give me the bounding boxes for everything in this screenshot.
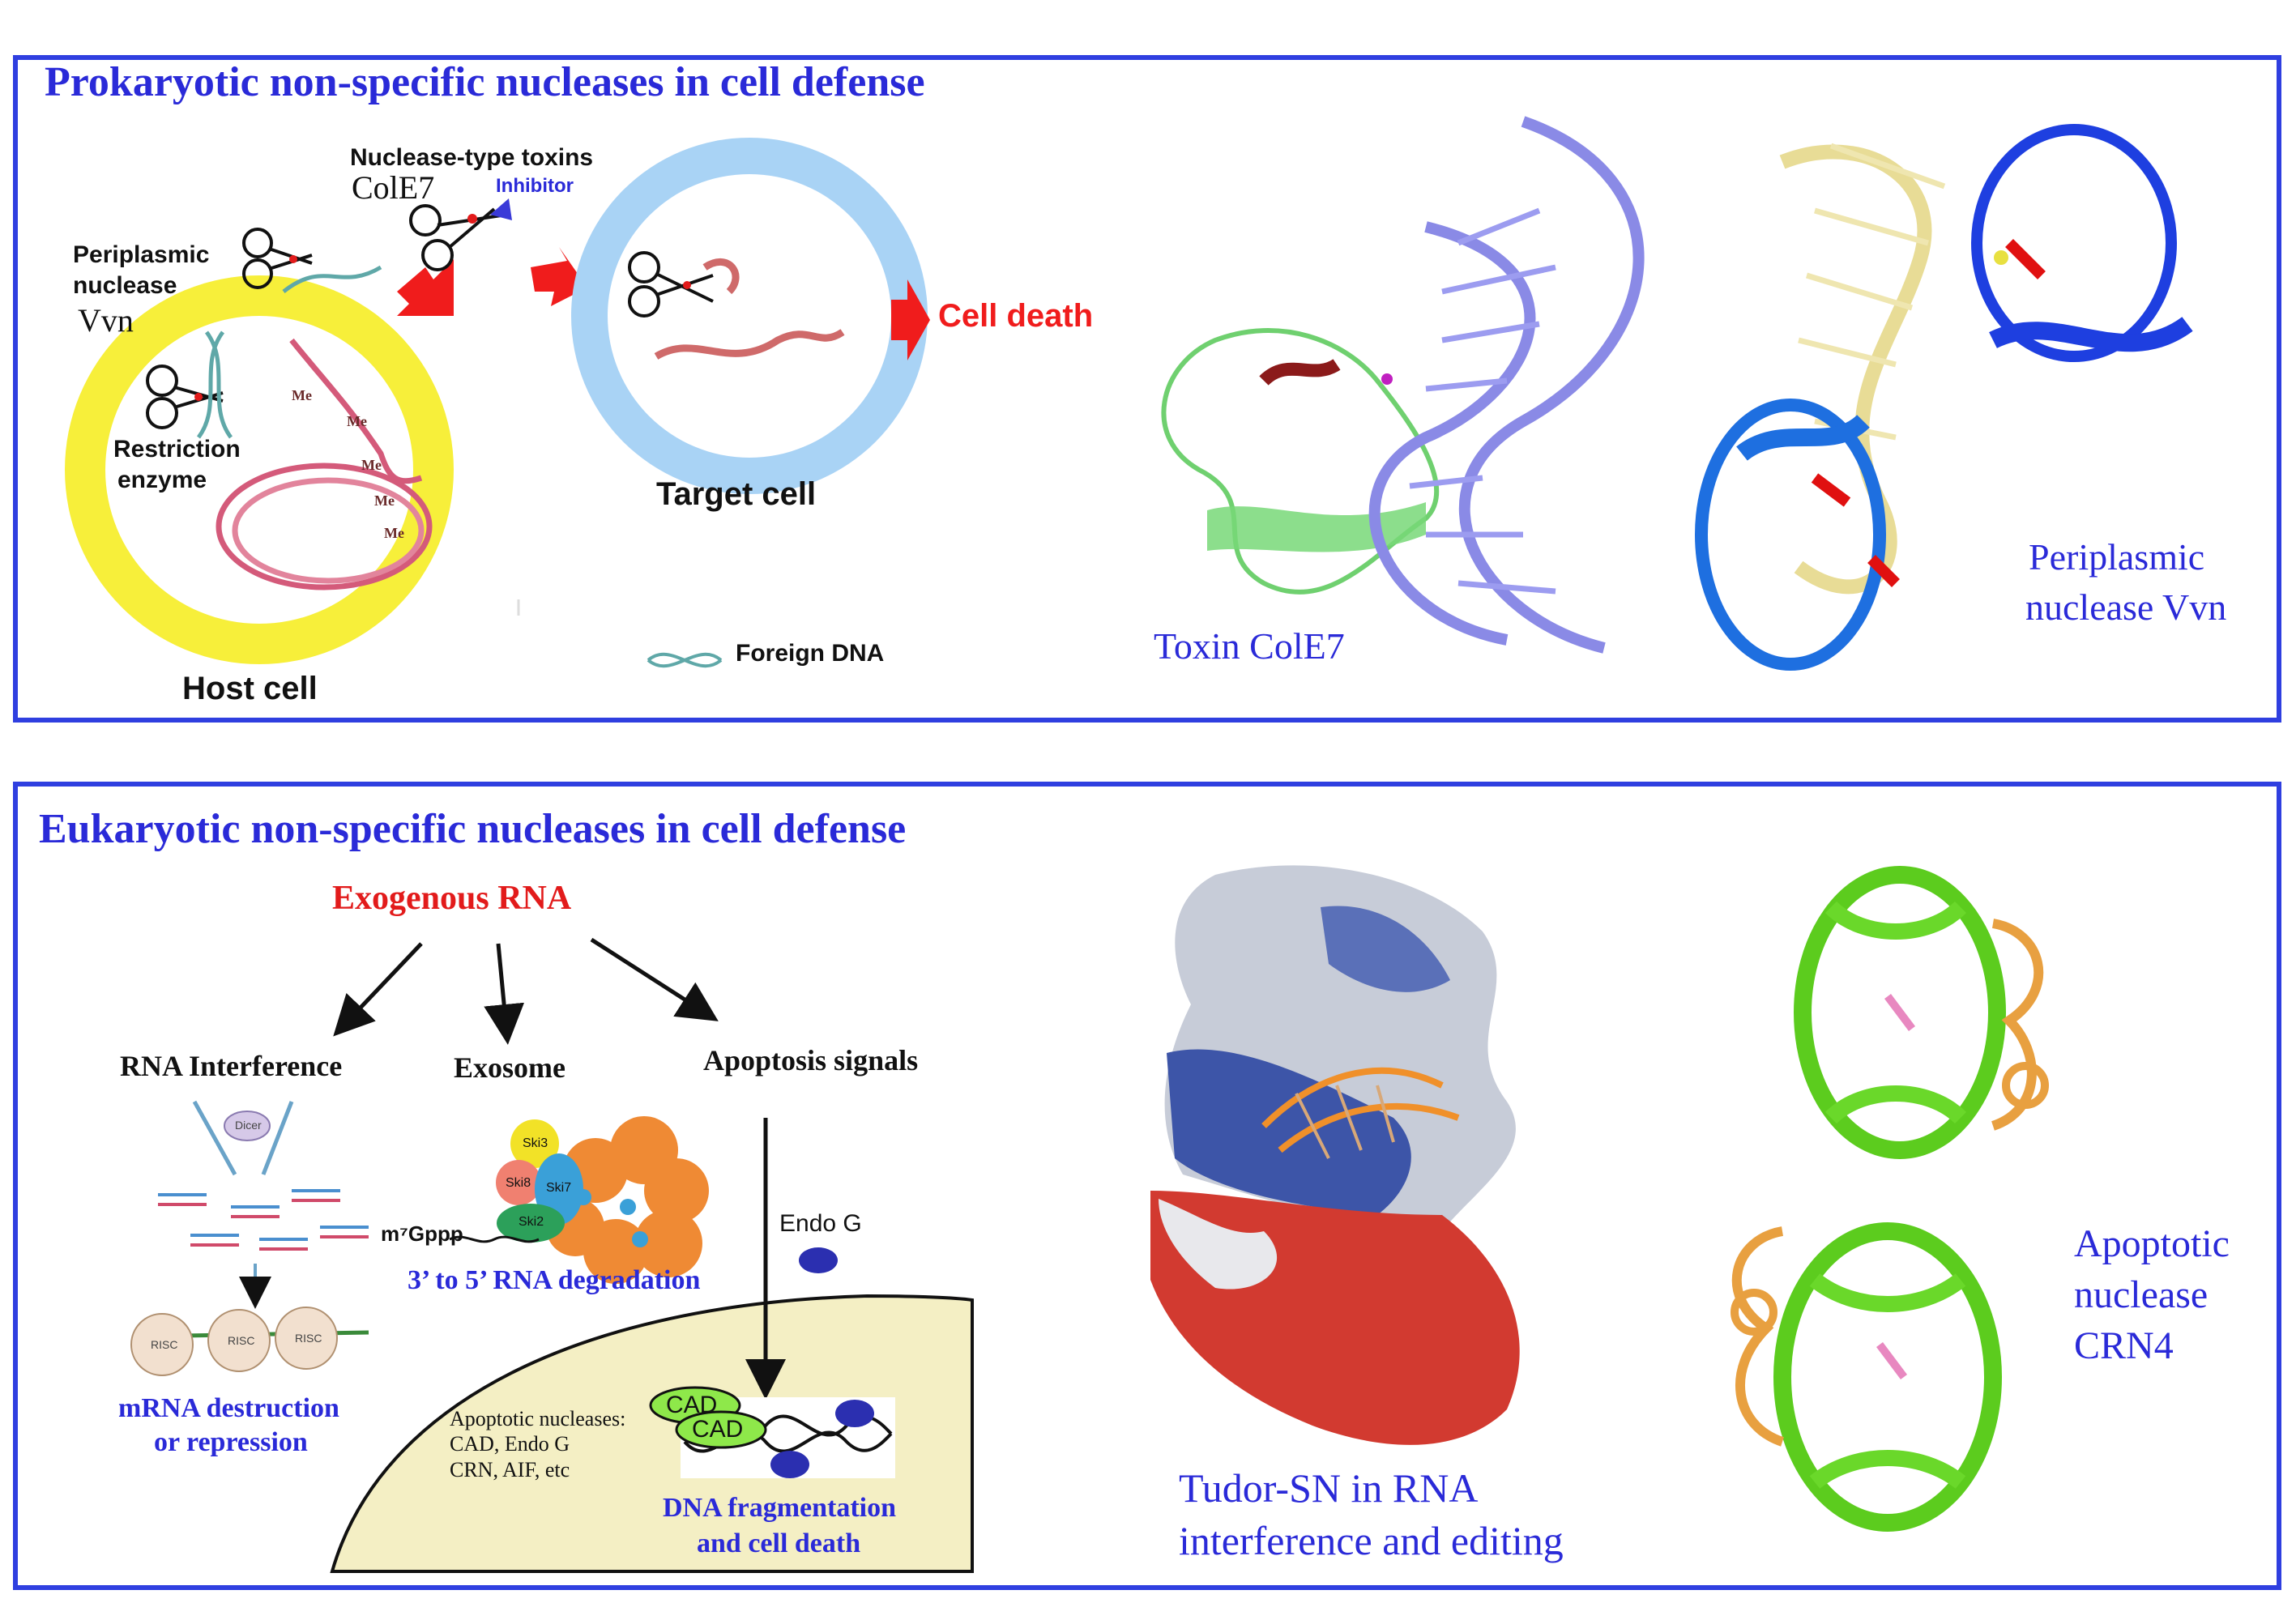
host-cell-label: Host cell bbox=[182, 671, 318, 706]
sirna-duplexes bbox=[158, 1189, 369, 1251]
restriction-enzyme-scissors-icon bbox=[146, 364, 224, 429]
dna-fragmentation-label-line1: DNA fragmentation bbox=[663, 1493, 897, 1523]
endo-g-icon bbox=[799, 1247, 838, 1273]
mrna-destruction-label-line2: or repression bbox=[154, 1427, 308, 1457]
rna-interference-label: RNA Interference bbox=[120, 1050, 343, 1082]
periplasmic-vvn-caption-line1: Periplasmic bbox=[2029, 536, 2205, 578]
toxin-scissors-icon bbox=[409, 204, 507, 271]
endo-g-label: Endo G bbox=[779, 1210, 862, 1237]
cad-label-2: CAD bbox=[692, 1416, 744, 1443]
periplasmic-label-line2: nuclease bbox=[73, 272, 177, 299]
vvn-structure bbox=[1695, 124, 2193, 671]
endo-g-on-dna-1 bbox=[835, 1400, 874, 1427]
methylation-mark-2: Me bbox=[347, 413, 367, 429]
inhibitor-label: Inhibitor bbox=[496, 175, 574, 197]
restriction-label-line2: enzyme bbox=[117, 467, 207, 493]
vvn-label: Vvn bbox=[78, 302, 134, 339]
ski2-label: Ski2 bbox=[519, 1215, 544, 1229]
nuclease-toxins-label: Nuclease-type toxins bbox=[350, 144, 594, 171]
mrna-destruction-label-line1: mRNA destruction bbox=[118, 1393, 339, 1423]
risc-complex-3 bbox=[275, 1307, 338, 1370]
host-to-toxin-arrow bbox=[397, 259, 454, 316]
eukaryotic-panel bbox=[13, 782, 2281, 1590]
risc-label-3: RISC bbox=[295, 1332, 322, 1345]
methylation-mark-3: Me bbox=[361, 457, 382, 473]
tudor-sn-structure bbox=[1150, 865, 1520, 1445]
ski8-label: Ski8 bbox=[506, 1176, 531, 1190]
arrow-to-rnai bbox=[333, 942, 423, 1037]
rna-degradation-label: 3’ to 5’ RNA degradation bbox=[408, 1265, 701, 1295]
endo-g-on-dna-2 bbox=[770, 1451, 809, 1478]
tudor-sn-caption-line1: Tudor-SN in RNA bbox=[1179, 1465, 1479, 1511]
target-dna-fragments bbox=[654, 258, 845, 360]
foreign-dna-periplasm-icon bbox=[282, 265, 382, 293]
risc-complex-2 bbox=[207, 1309, 271, 1372]
periplasmic-label-line1: Periplasmic bbox=[73, 241, 210, 268]
risc-complex-1 bbox=[130, 1313, 194, 1376]
prokaryotic-panel-title: Prokaryotic non-specific nucleases in ce… bbox=[45, 59, 925, 105]
apoptotic-nucleases-line3: CRN, AIF, etc bbox=[450, 1458, 570, 1481]
restriction-label-line1: Restriction bbox=[113, 436, 241, 463]
methylation-mark-1: Me bbox=[292, 387, 312, 403]
dicer-label: Dicer bbox=[235, 1119, 262, 1132]
exogenous-rna-label: Exogenous RNA bbox=[332, 880, 572, 917]
exosome-rna-strand bbox=[449, 1235, 540, 1243]
m7gppp-label: m⁷Gppp bbox=[381, 1221, 463, 1246]
tudor-sn-caption-line2: interference and editing bbox=[1179, 1518, 1564, 1563]
chromosome-dna bbox=[216, 338, 433, 590]
arrow-to-exosome bbox=[484, 943, 525, 1045]
foreign-dna-legend-icon bbox=[647, 652, 723, 668]
cad-ellipse-2 bbox=[675, 1410, 767, 1449]
apoptotic-nucleases-line1: Apoptotic nucleases: bbox=[450, 1407, 626, 1430]
methylation-mark-5: Me bbox=[384, 525, 404, 541]
risc-label-1: RISC bbox=[151, 1338, 178, 1351]
risc-label-2: RISC bbox=[228, 1334, 255, 1347]
methylation-mark-4: Me bbox=[374, 492, 395, 509]
dicer-icon bbox=[192, 1100, 294, 1176]
arrow-to-apoptosis bbox=[590, 937, 719, 1021]
crn4-caption-line2: nuclease bbox=[2074, 1273, 2209, 1316]
toxin-cole7-structure bbox=[1161, 116, 1645, 654]
crn4-caption-line1: Apoptotic bbox=[2074, 1222, 2230, 1265]
ski7-label: Ski7 bbox=[546, 1181, 572, 1195]
prokaryotic-panel bbox=[13, 55, 2281, 723]
cad-label-1: CAD bbox=[666, 1392, 718, 1418]
target-cell-label: Target cell bbox=[656, 476, 817, 512]
target-scissors-icon bbox=[628, 251, 714, 318]
toxin-cole7-caption: Toxin ColE7 bbox=[1154, 625, 1345, 667]
periplasmic-scissors-icon bbox=[242, 228, 313, 289]
crn4-caption-line3: CRN4 bbox=[2074, 1324, 2174, 1367]
exosome-complex-icon bbox=[496, 1116, 709, 1284]
target-cell-inner bbox=[608, 174, 891, 458]
ski3-label: Ski3 bbox=[523, 1136, 548, 1150]
cell-death-arrow bbox=[891, 279, 930, 360]
crn4-structure bbox=[1731, 866, 2049, 1532]
restriction-dna-icon bbox=[196, 330, 233, 439]
foreign-dna-label: Foreign DNA bbox=[736, 640, 885, 667]
eukaryotic-panel-title: Eukaryotic non-specific nucleases in cel… bbox=[39, 806, 907, 852]
apoptotic-nucleases-line2: CAD, Endo G bbox=[450, 1432, 570, 1456]
inhibitor-icon bbox=[490, 198, 512, 220]
periplasmic-vvn-caption-line2: nuclease Vvn bbox=[2025, 586, 2227, 628]
exosome-label: Exosome bbox=[454, 1051, 565, 1084]
dna-fragmentation-label-line2: and cell death bbox=[697, 1528, 861, 1558]
nucleus bbox=[330, 1294, 974, 1573]
cole7-label: ColE7 bbox=[352, 169, 435, 206]
apoptosis-signals-label: Apoptosis signals bbox=[703, 1044, 919, 1076]
cell-death-label: Cell death bbox=[938, 298, 1094, 334]
